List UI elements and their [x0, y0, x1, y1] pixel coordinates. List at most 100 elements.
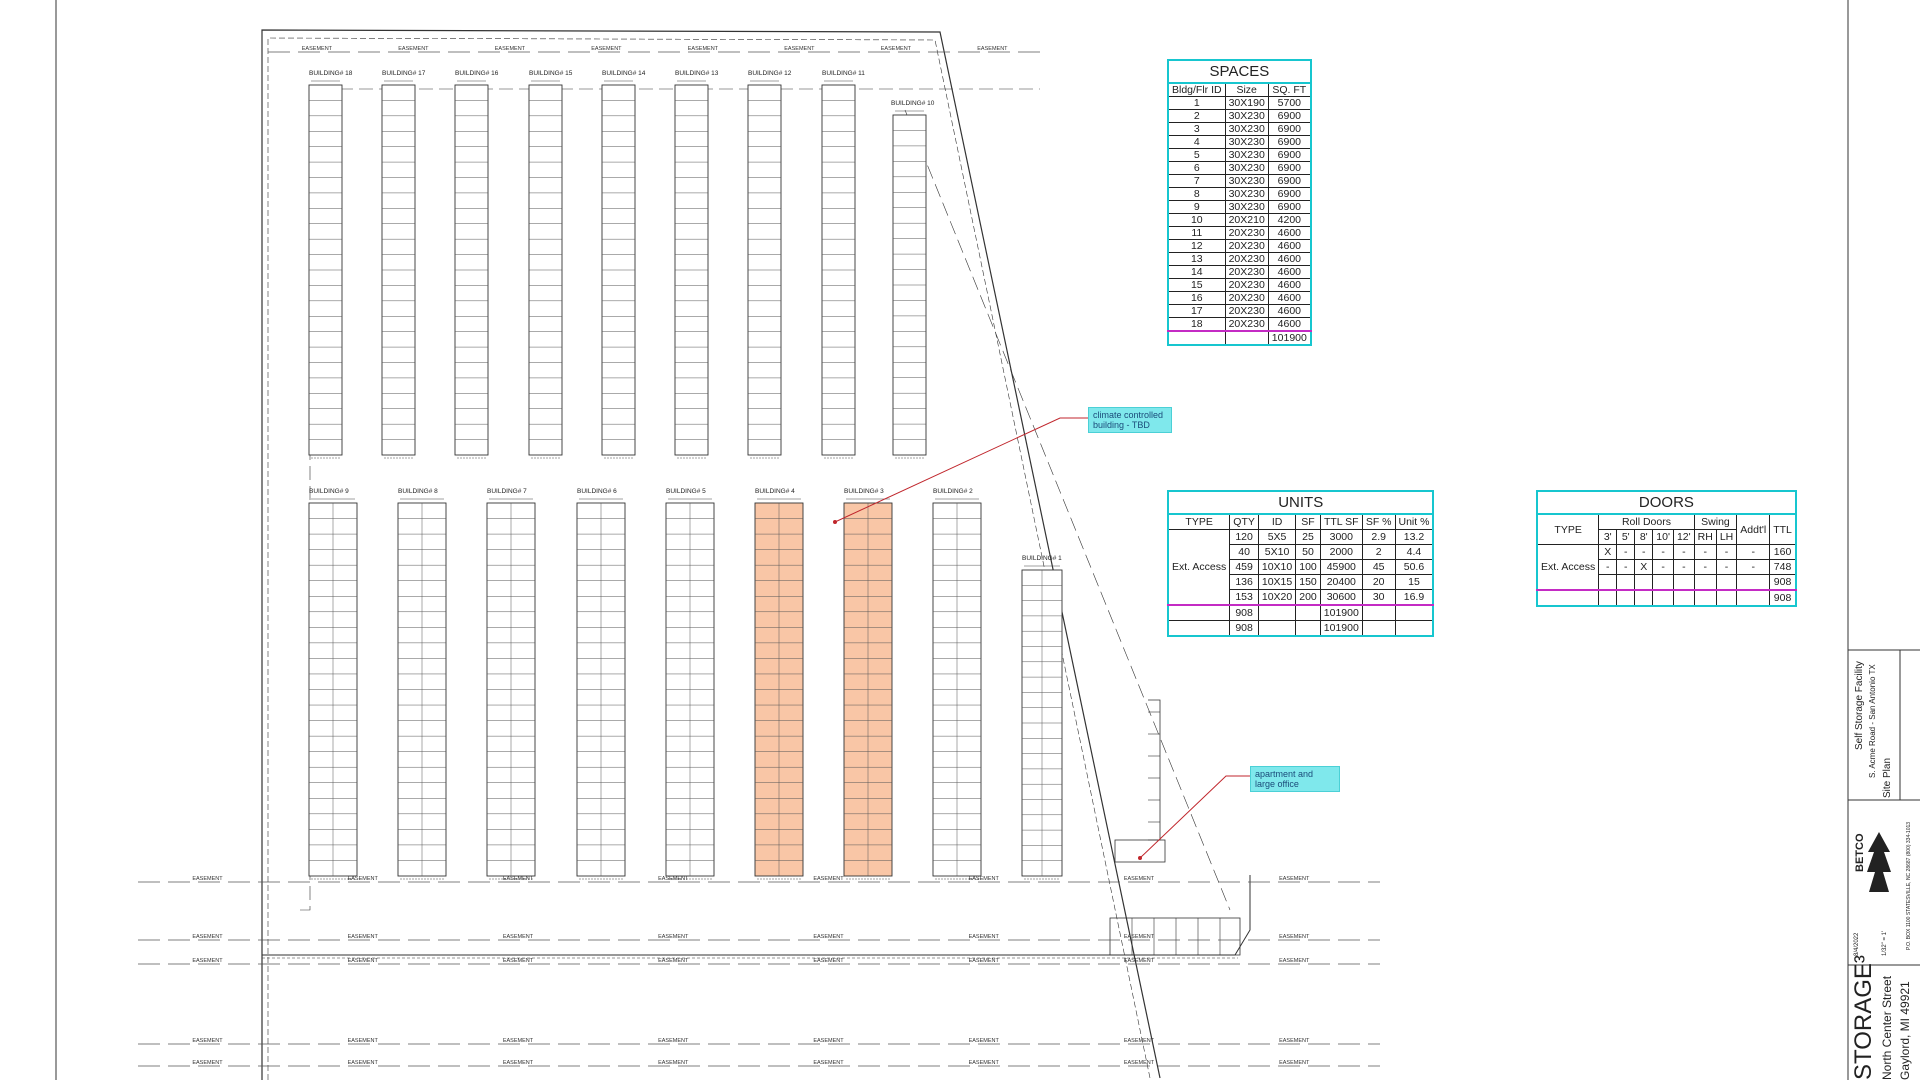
drive-line	[904, 109, 1231, 911]
units-header: SF %	[1361, 513, 1396, 530]
units-cell: 2000	[1319, 544, 1363, 560]
units-cell: 20400	[1319, 574, 1363, 590]
units-header: SF	[1295, 513, 1321, 530]
spaces-total-row: 101900	[1167, 330, 1312, 346]
building-label: BUILDING# 8	[398, 488, 438, 495]
building	[308, 80, 343, 459]
doors-header-row: TYPE Roll Doors Swing Addt'l TTL	[1536, 513, 1797, 545]
doors-cell: 160	[1769, 544, 1797, 560]
doors-total-blank	[1634, 589, 1654, 607]
apartment-office-callout: apartment and large office	[1250, 766, 1340, 792]
units-subtotal-sf: 101900	[1319, 604, 1363, 621]
spaces-cell: 6900	[1267, 187, 1312, 201]
doors-cell	[1736, 574, 1771, 591]
units-cell: 50	[1295, 544, 1321, 560]
easement-label: EASEMENT	[348, 958, 379, 964]
doors-total-blank	[1652, 589, 1674, 607]
building	[747, 80, 782, 459]
units-header-row: TYPE QTY ID SF TTL SF SF % Unit %	[1167, 513, 1434, 530]
spaces-cell: 4600	[1267, 291, 1312, 305]
easement-label: EASEMENT	[348, 1038, 379, 1044]
doors-cell: -	[1715, 544, 1738, 560]
spaces-cell: 4600	[1267, 239, 1312, 253]
building-label: BUILDING# 5	[666, 488, 706, 495]
units-header: TYPE	[1167, 513, 1231, 530]
easement-label: EASEMENT	[192, 876, 223, 882]
spaces-cell: 11	[1167, 226, 1226, 240]
units-cell: 45900	[1319, 559, 1363, 575]
spaces-header: Size	[1224, 82, 1269, 97]
building	[381, 80, 416, 459]
spaces-cell: 9	[1167, 200, 1226, 214]
doors-cell: -	[1715, 559, 1738, 575]
project-address: S. Acme Road - San Antonio TX	[1868, 664, 1877, 778]
building	[754, 498, 804, 880]
spaces-cell: 6900	[1267, 109, 1312, 123]
spaces-title: SPACES	[1167, 59, 1312, 82]
units-subtotal-blank	[1394, 604, 1434, 621]
easement-label: EASEMENT	[591, 46, 622, 52]
spaces-header: Bldg/Flr ID	[1167, 82, 1226, 97]
brand-city: Gaylord, MI 49921	[1898, 981, 1912, 1080]
building-label: BUILDING# 9	[309, 488, 349, 495]
doors-total-blank	[1715, 589, 1738, 607]
doors-cell: -	[1652, 559, 1674, 575]
doors-subheader: 12'	[1672, 529, 1695, 545]
doors-cell	[1693, 574, 1717, 591]
easement-label: EASEMENT	[503, 1038, 534, 1044]
easement-label: EASEMENT	[348, 1060, 379, 1066]
building	[454, 80, 489, 459]
easement-label: EASEMENT	[813, 1060, 844, 1066]
building-label: BUILDING# 15	[529, 70, 573, 77]
units-cell: 3000	[1319, 529, 1363, 545]
units-cell: 459	[1229, 559, 1259, 575]
spaces-cell: 30X230	[1224, 148, 1269, 162]
units-cell: 30600	[1319, 589, 1363, 606]
easement-label: EASEMENT	[192, 1038, 223, 1044]
easement-label: EASEMENT	[1279, 1060, 1310, 1066]
leader-dot	[833, 520, 837, 524]
drawing-date: 8/4/2022	[1854, 932, 1860, 956]
buildings	[308, 80, 1063, 880]
spaces-cell: 4600	[1267, 317, 1312, 332]
units-cell: 153	[1229, 589, 1259, 606]
units-total-blank	[1257, 620, 1297, 637]
spaces-cell: 20X230	[1224, 239, 1269, 253]
easement-label: EASEMENT	[813, 876, 844, 882]
company-contact: P.O. BOX 1100 STATESVILLE, NC 28687 (800…	[1906, 821, 1912, 950]
easement-label: EASEMENT	[658, 1060, 689, 1066]
doors-addtl-header: Addt'l	[1736, 513, 1771, 545]
units-total-blank	[1167, 620, 1231, 637]
doors-total-blank	[1616, 589, 1636, 607]
doors-subheader: 5'	[1616, 529, 1636, 545]
spaces-cell: 20X230	[1224, 278, 1269, 292]
easement-label: EASEMENT	[969, 1060, 1000, 1066]
building-label: BUILDING# 3	[844, 488, 884, 495]
building-label: BUILDING# 14	[602, 70, 646, 77]
drawing-scale: 1/32" = 1'	[1882, 930, 1888, 956]
units-subtotal-blank	[1295, 604, 1321, 621]
easement-label: EASEMENT	[503, 958, 534, 964]
fence-line	[262, 875, 1251, 956]
building-label: BUILDING# 4	[755, 488, 795, 495]
doors-row: --X-----748	[1537, 559, 1797, 575]
brand-street: North Center Street	[1880, 975, 1894, 1080]
easement-label: EASEMENT	[503, 934, 534, 940]
doors-type-header: TYPE	[1536, 513, 1600, 545]
doors-subheader: 8'	[1634, 529, 1654, 545]
units-cell: 150	[1295, 574, 1321, 590]
easement-label: EASEMENT	[658, 958, 689, 964]
units-subtotal-blank	[1257, 604, 1297, 621]
doors-total: 908	[1769, 589, 1797, 607]
building-label: BUILDING# 13	[675, 70, 719, 77]
spaces-cell: 6900	[1267, 161, 1312, 175]
